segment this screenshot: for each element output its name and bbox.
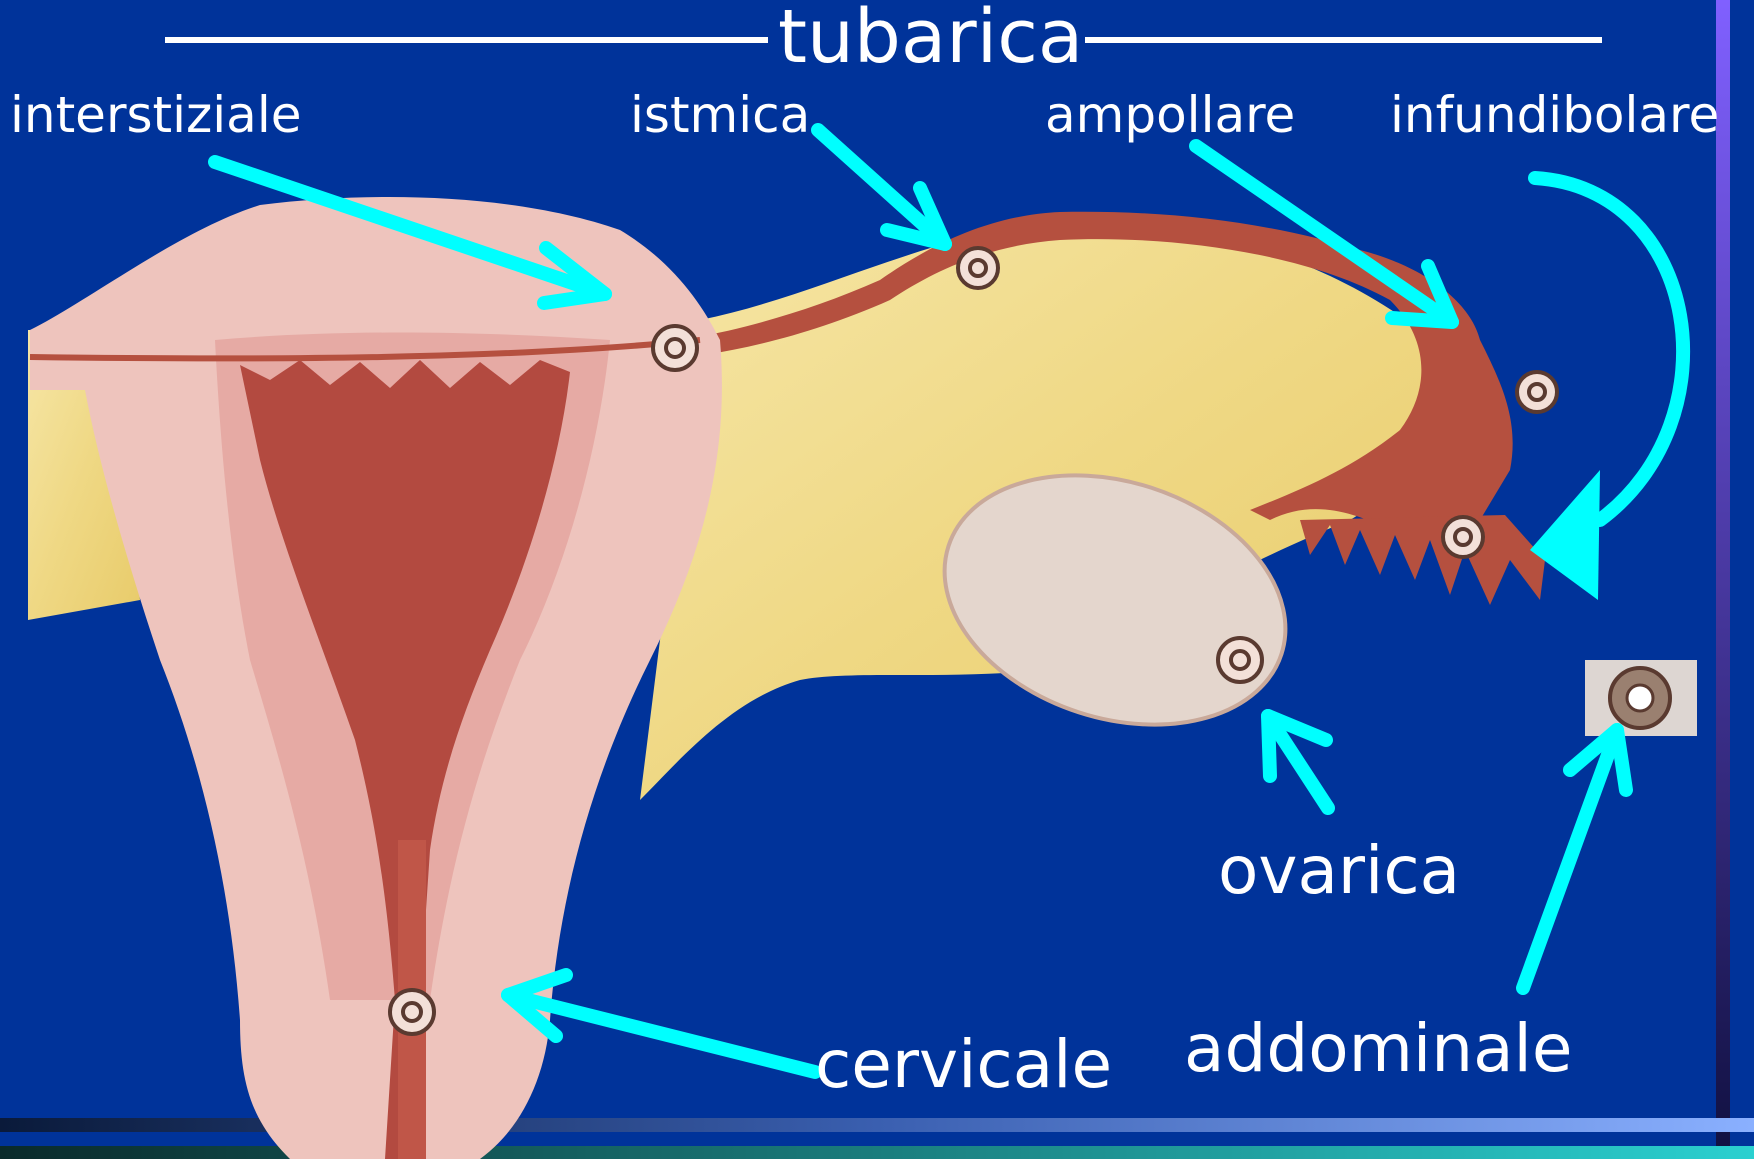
gestational-sac-ampollare (1517, 372, 1557, 412)
title-tubarica: tubarica (778, 0, 1083, 74)
gestational-sac-istmica (958, 248, 998, 288)
label-infundibolare: infundibolare (1390, 90, 1719, 140)
gestational-sac-infundibolare (1443, 517, 1483, 557)
fimbriae (1300, 515, 1545, 605)
right-decor-bar (1716, 0, 1730, 1159)
gestational-sac-ovarica (1218, 638, 1262, 682)
arrow-infundibolare-curve (1535, 178, 1683, 520)
label-istmica: istmica (630, 90, 810, 140)
label-ovarica: ovarica (1218, 838, 1460, 904)
label-cervicale: cervicale (815, 1032, 1112, 1098)
arrow-istmica (818, 130, 945, 244)
arrow-addominale (1523, 730, 1626, 988)
label-interstiziale: interstiziale (10, 90, 301, 140)
arrow-cervicale (508, 975, 815, 1072)
bottom-decor-bar-2 (0, 1146, 1754, 1159)
label-ampollare: ampollare (1045, 90, 1295, 140)
gestational-sac-cervicale (390, 990, 434, 1034)
gestational-sac-interstiziale (653, 326, 697, 370)
arrow-ovarica (1268, 716, 1328, 808)
gestational-sac-addominale (1585, 660, 1697, 736)
label-addominale: addominale (1184, 1016, 1572, 1082)
